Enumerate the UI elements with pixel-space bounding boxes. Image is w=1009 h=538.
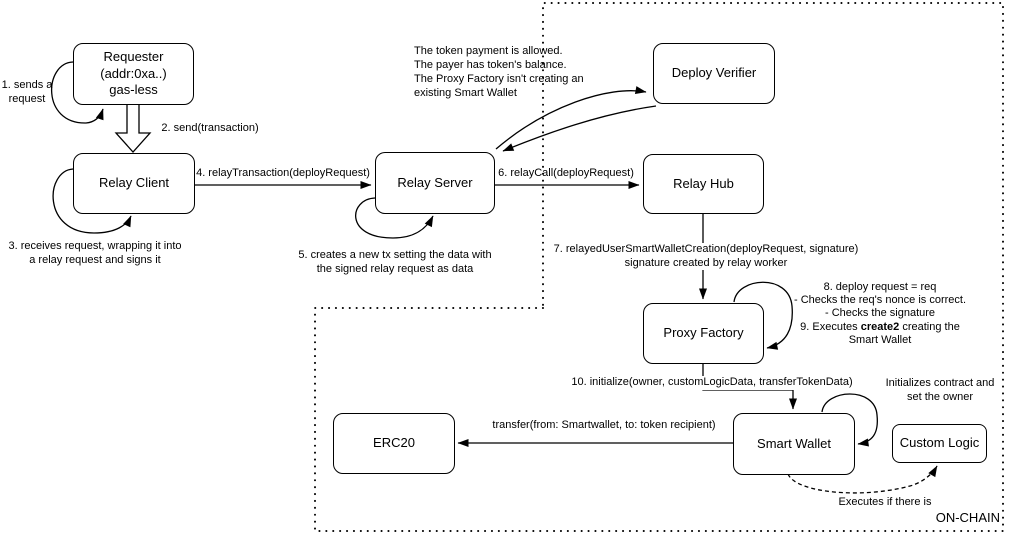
node-proxy-factory: Proxy Factory <box>643 303 764 364</box>
arrow-to-deploy-verifier <box>495 86 647 150</box>
loop-relay-server-creates-tx <box>355 197 434 239</box>
label-step7: 7. relayedUserSmartWalletCreation(deploy… <box>551 243 861 270</box>
label-initializes-contract: Initializes contract and set the owner <box>885 377 995 403</box>
loop-requester-sends <box>51 61 104 124</box>
node-custom-logic: Custom Logic <box>892 424 987 463</box>
node-erc20-label: ERC20 <box>373 435 415 451</box>
label-step10: 10. initialize(owner, customLogicData, t… <box>569 376 855 390</box>
create2-bold: create2 <box>860 320 900 333</box>
onchain-region-border <box>314 2 1004 532</box>
label-step5: 5. creates a new tx setting the data wit… <box>298 249 492 275</box>
node-smart-wallet-label: Smart Wallet <box>757 435 831 451</box>
label-step2: 2. send(transaction) <box>161 122 259 134</box>
node-relay-hub-label: Relay Hub <box>673 175 734 191</box>
node-requester-label: Requester <box>103 48 164 64</box>
loop-proxy-factory-create2 <box>733 281 793 350</box>
node-relay-server: Relay Server <box>375 152 495 214</box>
node-requester: Requester (addr:0xa..) gas-less <box>73 43 194 105</box>
label-on-chain: ON-CHAIN <box>935 510 1000 525</box>
loop-smart-wallet-initialize <box>821 393 878 447</box>
dashed-arrow-executes-custom-logic <box>787 465 938 494</box>
node-relay-client: Relay Client <box>73 153 195 214</box>
node-relay-client-label: Relay Client <box>98 175 170 191</box>
arrow-from-deploy-verifier <box>502 105 657 152</box>
node-requester-address: (addr:0xa..) <box>100 65 167 81</box>
node-relay-server-label: Relay Server <box>397 174 473 190</box>
label-step6: 6. relayCall(deployRequest) <box>498 167 634 179</box>
node-deploy-verifier: Deploy Verifier <box>653 43 775 104</box>
node-proxy-factory-label: Proxy Factory <box>663 325 744 341</box>
label-transfer: transfer(from: Smartwallet, to: token re… <box>492 419 716 431</box>
node-custom-logic-label: Custom Logic <box>899 435 980 451</box>
label-step4: 4. relayTransaction(deployRequest) <box>196 167 370 179</box>
loop-relay-client-wraps <box>52 168 132 234</box>
label-verifier-checks: The token payment is allowed. The payer … <box>414 45 584 99</box>
node-deploy-verifier-label: Deploy Verifier <box>671 65 757 81</box>
node-relay-hub: Relay Hub <box>643 154 764 214</box>
block-arrow-step2-send <box>114 102 152 153</box>
label-step1: 1. sends a request <box>1 79 53 105</box>
label-executes-if: Executes if there is <box>838 496 932 508</box>
node-smart-wallet: Smart Wallet <box>733 413 855 475</box>
label-step8-9: 8. deploy request = req - Checks the req… <box>793 281 967 346</box>
label-step3: 3. receives request, wrapping it into a … <box>8 240 182 266</box>
node-requester-gasless: gas-less <box>109 82 158 98</box>
node-erc20: ERC20 <box>333 413 455 474</box>
